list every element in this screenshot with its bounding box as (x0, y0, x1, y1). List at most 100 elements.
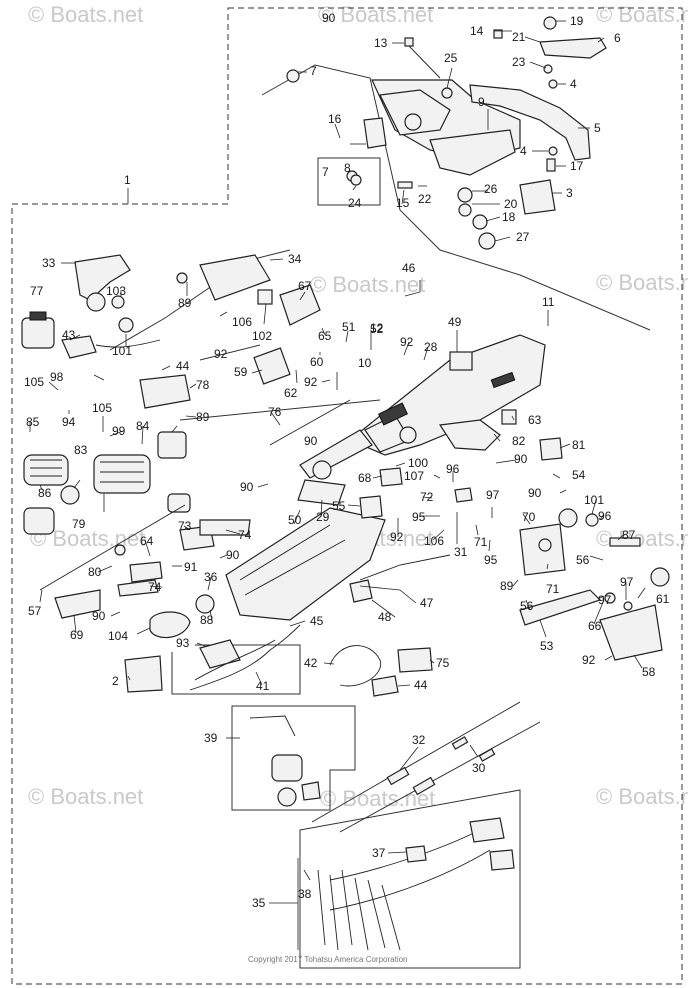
callout-96: 96 (598, 509, 612, 523)
callout-16: 16 (328, 112, 342, 126)
bracket-82 (438, 419, 501, 451)
upper-group-boundary (261, 64, 651, 331)
callout-75: 75 (436, 656, 450, 670)
cable-group (311, 701, 541, 833)
washer-97 (623, 601, 633, 611)
callout-102: 102 (252, 329, 272, 343)
callout-103: 103 (106, 284, 126, 298)
cable-32-fitting (386, 766, 410, 786)
callout-11: 11 (542, 295, 555, 309)
part-68 (379, 467, 403, 487)
bushing-26 (457, 187, 473, 203)
callout-30: 30 (472, 761, 486, 775)
tiller-pivot-bore (399, 426, 417, 444)
callout-60: 60 (310, 355, 324, 369)
callout-83: 83 (74, 443, 88, 457)
throttle-shaft-57 (39, 504, 186, 591)
callout-labels: 1 2 3 4 4 5 6 7 7 8 9 10 11 12 13 14 15 … (24, 11, 670, 910)
callout-45: 45 (310, 614, 324, 628)
sub-group-boundary (317, 157, 381, 206)
callout-95: 95 (412, 510, 426, 524)
callout-54: 54 (572, 468, 586, 482)
callout-92: 92 (304, 375, 318, 389)
callout-7: 7 (322, 165, 329, 179)
callout-38: 38 (298, 887, 312, 901)
callout-55: 55 (332, 499, 346, 513)
case-50 (225, 507, 386, 621)
connector-75 (397, 647, 433, 673)
watermark: © Boats.net (318, 2, 433, 27)
bracket-lower-arm (429, 129, 516, 176)
callout-50: 50 (288, 513, 302, 527)
callout-23: 23 (512, 55, 526, 69)
boundary-line (109, 249, 381, 421)
callout-106: 106 (232, 315, 252, 329)
callout-71: 71 (546, 582, 560, 596)
callout-43: 43 (62, 328, 76, 342)
callout-87: 87 (622, 528, 636, 542)
ring-83 (60, 485, 80, 505)
harness-terminals (317, 869, 401, 951)
callout-9: 9 (478, 95, 485, 109)
callout-36: 36 (204, 570, 218, 584)
callout-90: 90 (304, 434, 318, 448)
bolt-66 (604, 592, 616, 604)
callout-97: 97 (486, 488, 500, 502)
callout-101: 101 (584, 493, 604, 507)
key-switch-group-boundary (231, 705, 356, 811)
watermark: © Boats.net (310, 272, 425, 297)
leader-lines (29, 20, 646, 950)
callout-90: 90 (226, 548, 240, 562)
knob-3 (519, 179, 556, 215)
washer-101 (118, 317, 134, 333)
callout-34: 34 (288, 252, 302, 266)
screw-89 (176, 272, 188, 284)
callout-67: 67 (298, 279, 312, 293)
callout-14: 14 (470, 24, 484, 38)
callout-74: 74 (148, 580, 162, 594)
clamp-37 (405, 845, 427, 863)
callout-66: 66 (588, 619, 602, 633)
bushing-80 (114, 544, 126, 556)
copyright-text: Copyright 2017 Tohatsu America Corporati… (248, 955, 408, 964)
callout-92: 92 (390, 530, 404, 544)
callout-76: 76 (268, 405, 282, 419)
bolt-shank (408, 45, 441, 79)
callout-99: 99 (112, 424, 126, 438)
washer-23 (543, 64, 553, 74)
gear-67 (279, 284, 321, 326)
callout-49: 49 (448, 315, 462, 329)
callout-39: 39 (204, 731, 218, 745)
callout-17: 17 (570, 159, 584, 173)
wire-42 (329, 645, 382, 687)
boss-29 (312, 460, 332, 480)
callout-12: 12 (370, 321, 384, 335)
callout-86: 86 (38, 486, 52, 500)
callout-90: 90 (92, 609, 106, 623)
harness-connector-a (469, 817, 505, 843)
watermark: © Boats.net (28, 2, 143, 27)
switch-43 (61, 335, 97, 359)
callout-41: 41 (256, 679, 270, 693)
callout-62: 62 (284, 386, 298, 400)
cap-7 (286, 69, 300, 83)
cable-32 (311, 701, 521, 823)
callout-59: 59 (234, 365, 248, 379)
callout-44: 44 (176, 359, 190, 373)
cable-32-end (451, 736, 469, 750)
assembly-boundary (11, 7, 683, 985)
callout-28: 28 (424, 340, 438, 354)
tiller-bracket-group (286, 16, 607, 250)
callout-88: 88 (200, 613, 214, 627)
callout-29: 29 (316, 510, 330, 524)
callout-90: 90 (528, 486, 542, 500)
lever-33 (74, 254, 131, 301)
callout-20: 20 (504, 197, 518, 211)
washer-24 (350, 174, 362, 186)
callout-77: 77 (30, 284, 44, 298)
friction-arm (469, 84, 591, 161)
callout-79: 79 (72, 517, 86, 531)
callout-82: 82 (512, 434, 526, 448)
pad-29 (297, 479, 346, 506)
callout-85: 85 (26, 415, 40, 429)
